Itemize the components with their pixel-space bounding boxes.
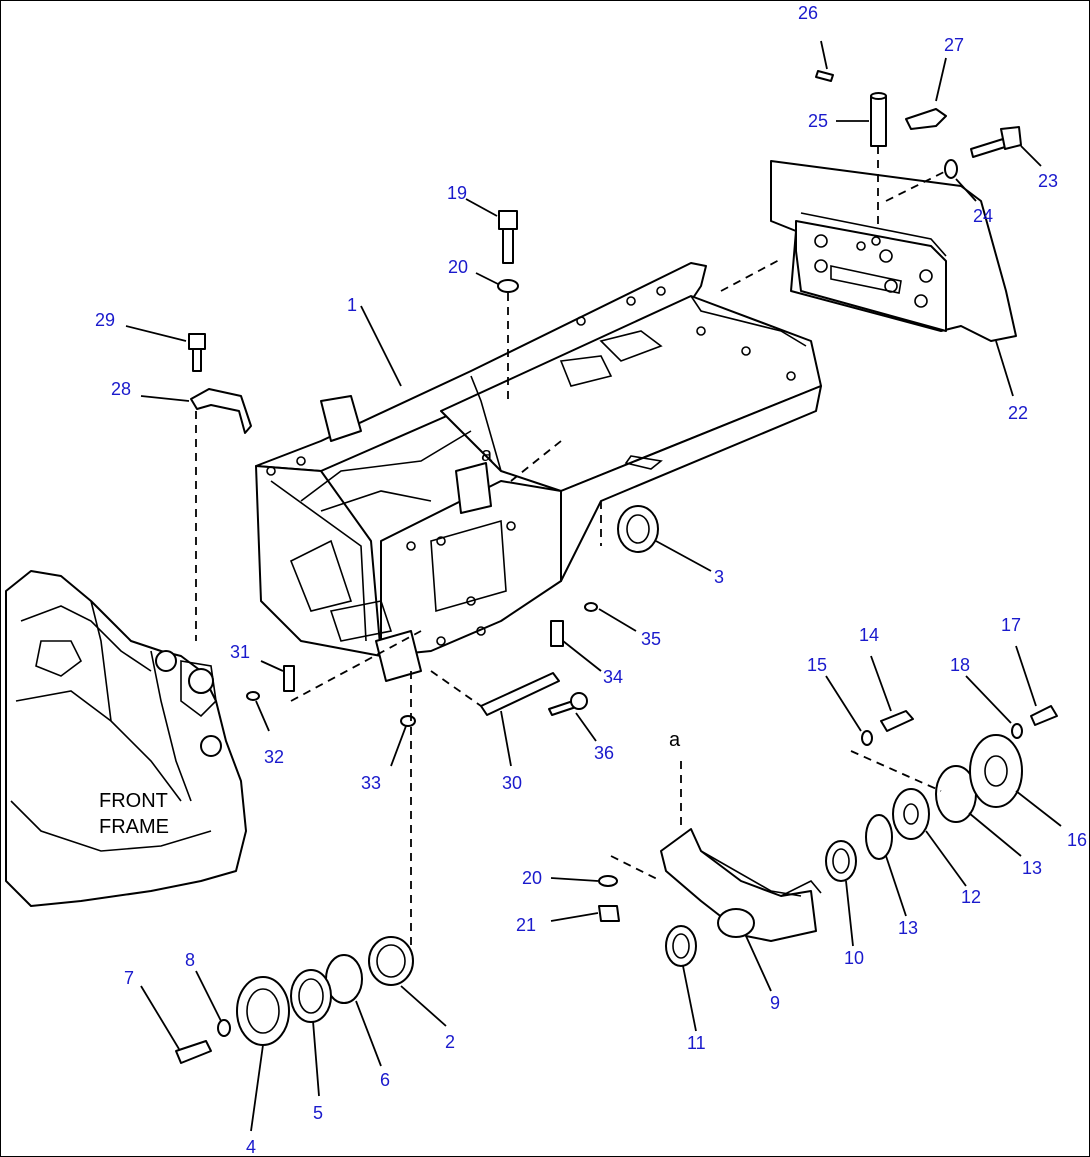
washer-24 (944, 159, 958, 179)
seal-5 (290, 969, 332, 1023)
callout-12: 12 (961, 887, 981, 907)
bolt-19 (498, 210, 518, 264)
callout-30: 30 (502, 773, 522, 793)
callout-6: 6 (380, 1070, 390, 1090)
alignment-mark-a-top: a (481, 444, 493, 466)
callout-29: 29 (95, 310, 115, 330)
fitting-33 (400, 715, 416, 727)
shim-13-b (865, 814, 893, 860)
callout-33: 33 (361, 773, 381, 793)
washer-18 (1011, 723, 1023, 739)
sleeve-2 (368, 936, 414, 986)
front-frame (5, 570, 247, 907)
washer-20-bottom (598, 875, 618, 887)
alignment-mark-a-bottom: a (669, 729, 681, 751)
callout-8: 8 (185, 950, 195, 970)
rear-frame (255, 262, 822, 682)
bolt-23 (970, 126, 1022, 158)
assembly-lines (125, 40, 1062, 1132)
axle-support-9 (660, 828, 822, 942)
bracket-28 (190, 388, 252, 434)
bushing-10 (825, 840, 857, 882)
callout-15: 15 (807, 655, 827, 675)
callout-9: 9 (770, 993, 780, 1013)
pin-25-top (870, 92, 887, 100)
callout-7: 7 (124, 968, 134, 988)
callout-21: 21 (516, 915, 536, 935)
bolt-7 (175, 1040, 212, 1064)
callout-25: 25 (808, 111, 828, 131)
callout-1: 1 (347, 295, 357, 315)
washer-15 (861, 730, 873, 746)
bolt-29 (188, 333, 206, 372)
washer-8 (217, 1019, 231, 1037)
callout-31: 31 (230, 642, 250, 662)
callout-27: 27 (944, 35, 964, 55)
callout-13-b: 13 (898, 918, 918, 938)
bushing-11 (665, 925, 697, 967)
callout-19: 19 (447, 183, 467, 203)
pin-31 (283, 665, 295, 692)
callout-11: 11 (687, 1033, 706, 1053)
callout-17: 17 (1001, 615, 1021, 635)
callout-20-top: 20 (448, 257, 468, 277)
bolt-14 (880, 710, 914, 732)
counterweight (770, 160, 1017, 342)
callout-14: 14 (859, 625, 879, 645)
bar-30 (480, 672, 560, 716)
callout-32: 32 (264, 747, 284, 767)
retainer-4 (236, 976, 290, 1046)
callout-22: 22 (1008, 403, 1028, 423)
callout-34: 34 (603, 667, 623, 687)
callout-36: 36 (594, 743, 614, 763)
pin-25 (870, 95, 887, 147)
callout-24: 24 (973, 206, 993, 226)
plate-36 (548, 692, 588, 716)
fitting-32 (246, 691, 260, 701)
callout-16: 16 (1067, 830, 1087, 850)
cap-16 (969, 734, 1023, 808)
front-frame-label-line2: FRAME (99, 816, 169, 838)
callout-5: 5 (313, 1103, 323, 1123)
bearing-3 (617, 505, 659, 553)
fitting-35 (584, 602, 598, 612)
callout-28: 28 (111, 379, 131, 399)
callout-23: 23 (1038, 171, 1058, 191)
callout-2: 2 (445, 1032, 455, 1052)
callout-4: 4 (246, 1137, 256, 1157)
pin-34 (550, 620, 564, 647)
callout-13-a: 13 (1022, 858, 1042, 878)
plate-12 (892, 788, 930, 840)
front-frame-label-line1: FRONT (99, 790, 168, 812)
callout-35: 35 (641, 629, 661, 649)
callout-10: 10 (844, 948, 864, 968)
nut-21 (598, 905, 620, 922)
callout-3: 3 (714, 567, 724, 587)
bolt-17 (1030, 705, 1058, 726)
plug-26 (815, 70, 834, 82)
washer-20-top (497, 279, 519, 293)
callout-20-bottom: 20 (522, 868, 542, 888)
callout-18: 18 (950, 655, 970, 675)
fitting-27 (905, 108, 947, 130)
callout-26: 26 (798, 3, 818, 23)
